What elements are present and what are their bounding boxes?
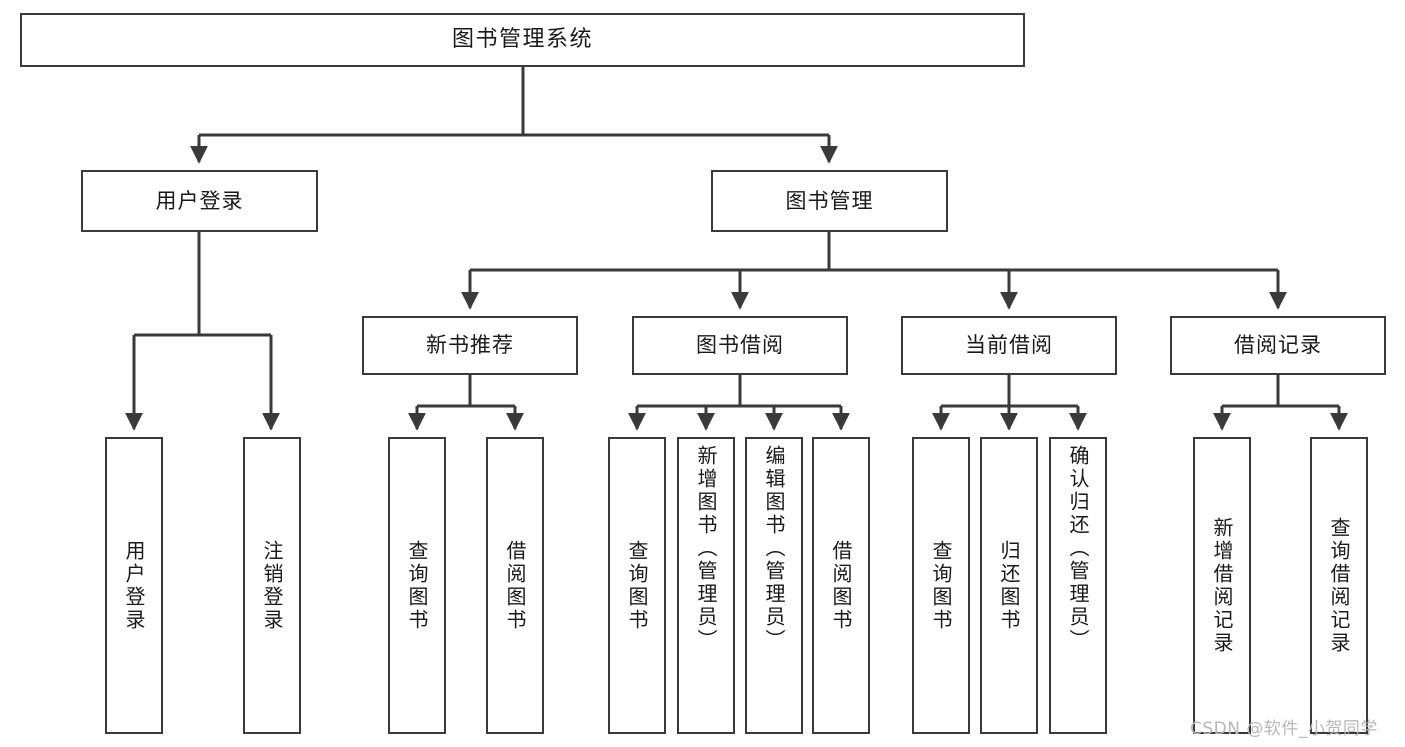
leaf-borrow-book[interactable]: 借阅图书 [812,437,870,734]
leaf-borrow-book-newbook-label: 借阅图书 [503,539,527,632]
node-new-book-recommend[interactable]: 新书推荐 [362,316,578,375]
node-root-label: 图书管理系统 [451,27,593,53]
node-borrow-records[interactable]: 借阅记录 [1170,316,1386,375]
node-root[interactable]: 图书管理系统 [20,13,1025,67]
leaf-query-borrow-record[interactable]: 查询借阅记录 [1310,437,1368,734]
node-current-borrow-label: 当前借阅 [965,333,1053,358]
leaf-add-book-admin[interactable]: 新增图书（管理员） [677,437,735,734]
leaf-query-book-newbook[interactable]: 查询图书 [388,437,446,734]
leaf-borrow-book-newbook[interactable]: 借阅图书 [486,437,544,734]
leaf-query-book-current[interactable]: 查询图书 [912,437,970,734]
leaf-return-book-label: 归还图书 [997,539,1021,632]
leaf-user-login[interactable]: 用户登录 [105,437,163,734]
node-book-management[interactable]: 图书管理 [711,170,948,232]
node-book-borrow[interactable]: 图书借阅 [632,316,848,375]
leaf-add-borrow-record-label: 新增借阅记录 [1210,516,1234,655]
leaf-logout-label: 注销登录 [260,539,284,632]
leaf-add-borrow-record[interactable]: 新增借阅记录 [1193,437,1251,734]
leaf-query-book-borrow[interactable]: 查询图书 [608,437,666,734]
node-book-management-label: 图书管理 [785,188,874,213]
leaf-confirm-return-admin[interactable]: 确认归还（管理员） [1049,437,1107,734]
node-user-login[interactable]: 用户登录 [81,170,318,232]
leaf-add-book-admin-label: 新增图书（管理员） [694,445,718,652]
leaf-query-borrow-record-label: 查询借阅记录 [1327,516,1351,655]
node-book-borrow-label: 图书借阅 [696,333,784,358]
leaf-return-book[interactable]: 归还图书 [980,437,1038,734]
csdn-watermark: CSDN @软件_小贺同学 [1190,719,1378,739]
leaf-edit-book-admin[interactable]: 编辑图书（管理员） [745,437,803,734]
leaf-confirm-return-admin-label: 确认归还（管理员） [1066,445,1090,652]
leaf-user-login-label: 用户登录 [122,539,146,632]
node-user-login-label: 用户登录 [155,188,244,213]
leaf-edit-book-admin-label: 编辑图书（管理员） [762,445,786,652]
leaf-query-book-current-label: 查询图书 [929,539,953,632]
node-borrow-records-label: 借阅记录 [1234,333,1322,358]
leaf-query-book-borrow-label: 查询图书 [625,539,649,632]
leaf-borrow-book-label: 借阅图书 [829,539,853,632]
leaf-logout[interactable]: 注销登录 [243,437,301,734]
node-current-borrow[interactable]: 当前借阅 [901,316,1117,375]
node-new-book-recommend-label: 新书推荐 [426,333,514,358]
leaf-query-book-newbook-label: 查询图书 [405,539,429,632]
